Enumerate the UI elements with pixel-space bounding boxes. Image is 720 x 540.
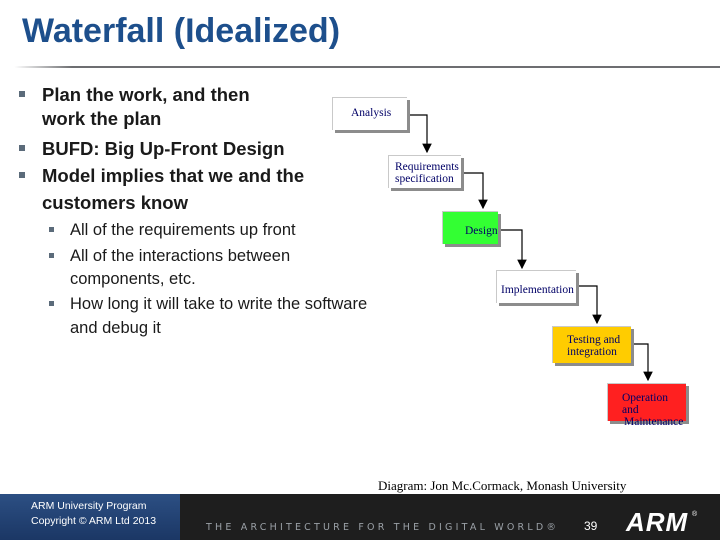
bullet-2-line-1: BUFD: Big Up-Front Design (42, 138, 285, 159)
stage-testing-label-1: Testing and (567, 334, 621, 346)
diagram-credit: Diagram: Jon Mc.Cormack, Monash Universi… (378, 478, 627, 493)
stage-operation-label-1: Operation and (622, 392, 668, 416)
bullet-marker (19, 145, 25, 151)
sub-bullet-2-line-1: All of the interactions between (70, 247, 291, 265)
sub-bullet-2-line-2: components, etc. (70, 270, 196, 288)
arrow-testing-to-operation (632, 343, 653, 382)
arrow-design-to-implementation (499, 229, 527, 270)
bullet-3-line-2: customers know (42, 192, 188, 213)
footer-copyright: Copyright © ARM Ltd 2013 (31, 515, 157, 527)
bullet-marker (19, 172, 25, 178)
stage-design-box: Design (442, 211, 498, 244)
stage-testing-label-2: integration (567, 346, 617, 358)
footer-left-panel (0, 494, 180, 540)
stage-design-label: Design (465, 225, 498, 237)
arrow-implementation-to-testing (577, 285, 602, 325)
slide-title: Waterfall (Idealized) (22, 12, 341, 50)
stage-operation-box: Operation and Maintenance (607, 383, 686, 428)
title-divider (0, 66, 720, 68)
arrow-requirements-to-design (462, 172, 488, 210)
stage-implementation-box: Implementation (496, 270, 576, 303)
sub-bullet-1-line-1: All of the requirements up front (70, 221, 296, 239)
stage-requirements-label-1: Requirements (395, 161, 459, 173)
bullet-3-line-1: Model implies that we and the (42, 165, 305, 186)
sub-bullet-marker (49, 227, 54, 232)
arrow-analysis-to-requirements (409, 114, 432, 154)
stage-analysis-box: Analysis (332, 97, 407, 130)
stage-implementation-label: Implementation (501, 284, 574, 296)
sub-bullet-marker (49, 253, 54, 258)
bullet-marker (19, 91, 25, 97)
stage-requirements-label-2: specification (395, 173, 454, 185)
page-number: 39 (584, 519, 598, 533)
bullet-1-line-2: work the plan (42, 108, 162, 129)
stage-analysis-label: Analysis (351, 107, 392, 119)
stage-operation-label-2: Maintenance (624, 416, 684, 428)
stage-requirements-box: Requirements specification (388, 155, 461, 188)
sub-bullet-3-line-2: and debug it (70, 319, 161, 337)
sub-bullet-marker (49, 301, 54, 306)
arm-logo: ARM (626, 507, 689, 537)
stage-testing-box: Testing and integration (552, 326, 631, 363)
footer-program: ARM University Program (31, 500, 147, 512)
footer-tagline: THE ARCHITECTURE FOR THE DIGITAL WORLD® (206, 522, 560, 533)
arm-logo-registered-mark: ® (692, 511, 698, 518)
bullet-1-line-1: Plan the work, and then (42, 84, 250, 105)
sub-bullet-3-line-1: How long it will take to write the softw… (70, 295, 368, 313)
